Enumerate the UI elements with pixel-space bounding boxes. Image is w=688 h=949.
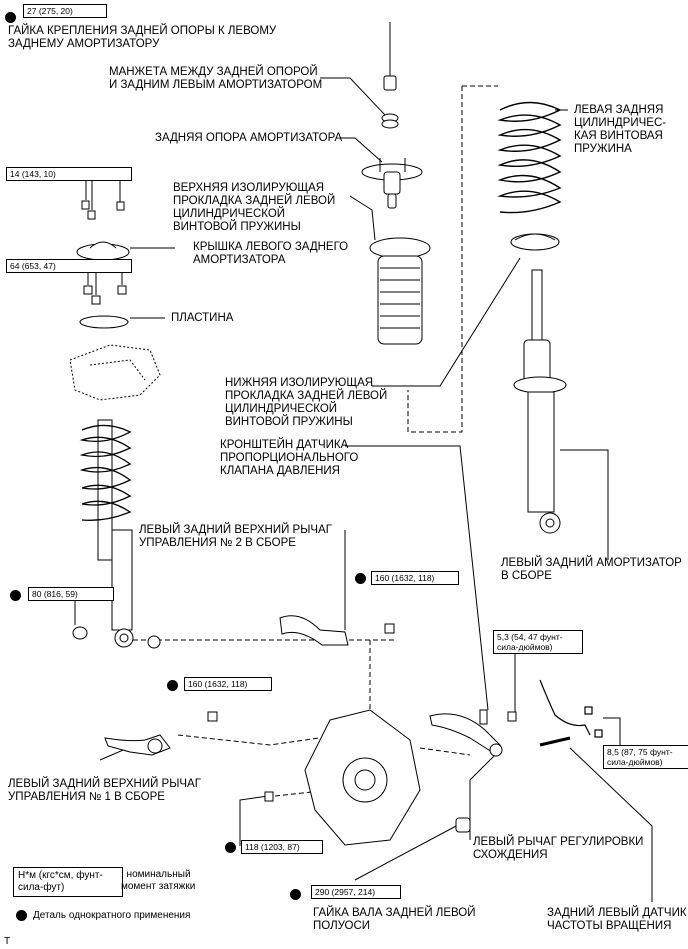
single-use-dot-4 [167,680,178,691]
lower-insulator [510,233,560,251]
torque-box-6: 160 (1632, 118) [184,677,272,691]
leader-t9 [239,795,269,846]
leader-absorber [560,449,609,560]
torque-box-7: 5,3 (54, 47 фунт-сила-дюймов) [493,630,583,654]
leader-lower-insulator [372,257,521,387]
leader-t2 [85,178,121,210]
single-use-dot-6 [290,889,301,900]
leader-upper-insulator [349,195,376,241]
torque-box-3: 64 (653, 47) [6,259,132,273]
legend-single-use: Деталь однократного применения [33,910,191,921]
corner-mark: T [4,936,11,947]
torque-box-4: 80 (816, 59) [28,587,114,601]
shock-mount [361,158,423,209]
leader-sensor [569,747,653,902]
torque-box-10: 290 (2957, 214) [311,885,401,899]
single-use-dot-2 [10,590,21,601]
label-bracket: КРОНШТЕЙН ДАТЧИКА ПРОПОРЦИОНАЛЬНОГО КЛАП… [220,439,359,477]
leader-bracket [345,445,489,711]
label-spring: ЛЕВАЯ ЗАДНЯЯ ЦИЛИНДРИЧЕС- КАЯ ВИНТОВАЯ П… [574,104,667,155]
shock-absorber-right [513,269,567,534]
label-toe-arm: ЛЕВЫЙ РЫЧАГ РЕГУЛИРОВКИ СХОЖДЕНИЯ [473,836,644,861]
label-mount: ЗАДНЯЯ ОПОРА АМОРТИЗАТОРА [155,132,343,144]
axle-nut [455,817,471,833]
leader-mount [340,137,383,163]
label-nut-top: ГАЙКА КРЕПЛЕНИЯ ЗАДНЕЙ ОПОРЫ К ЛЕВОМУ ЗА… [8,25,277,50]
leader-t3 [87,270,123,295]
leader-cuff [320,77,386,116]
label-speed-sensor: ЗАДНИЙ ЛЕВЫЙ ДАТЧИК ЧАСТОТЫ ВРАЩЕНИЯ [547,907,687,932]
upper-arm-2 [279,615,395,646]
torque-box-1: 27 (275, 20) [23,4,107,18]
leader-toe [469,751,499,840]
knuckle-hub [264,709,421,846]
bushing-parts [72,626,161,649]
legend-unit-text: : номинальный момент затяжки [121,869,196,892]
strut-left [79,419,134,648]
nut-top [381,75,399,129]
label-plate: ПЛАСТИНА [171,312,234,324]
label-axle-nut: ГАЙКА ВАЛА ЗАДНЕЙ ЛЕВОЙ ПОЛУОСИ [313,907,476,932]
label-upper-arm-1: ЛЕВЫЙ ЗАДНИЙ ВЕРХНИЙ РЫЧАГ УПРАВЛЕНИЯ № … [8,778,201,803]
torque-box-9: 118 (1203, 87) [241,840,323,854]
boot [369,237,431,345]
single-use-dot-5 [225,842,236,853]
body-panel [69,344,161,401]
dash-toe [419,747,471,756]
dash-hub [274,789,331,797]
torque-box-5: 160 (1632, 118) [371,571,459,585]
label-lower-insulator: НИЖНЯЯ ИЗОЛИРУЮЩАЯ ПРОКЛАДКА ЗАДНЕЙ ЛЕВО… [225,377,388,428]
single-use-dot-3 [355,573,366,584]
dash-spring [407,85,498,433]
toe-arm [429,709,517,757]
upper-arm-1 [104,711,218,756]
left-stack-top [76,200,130,329]
leader-axle [354,824,459,881]
legend-unit-box: Н*м (кгс*см, фунт- сила-фут) [13,867,123,897]
single-use-dot-1 [5,12,16,23]
torque-box-8: 8,5 (87, 75 фунт-сила-дюймов) [603,745,688,769]
speed-sensor [539,679,603,747]
torque-box-2: 14 (143, 10) [6,167,132,181]
spring-right [497,101,562,214]
label-cuff: МАНЖЕТА МЕЖДУ ЗАДНЕЙ ОПОРОЙ И ЗАДНИМ ЛЕВ… [109,66,323,91]
legend-single-use-dot [16,910,27,921]
label-cover: КРЫШКА ЛЕВОГО ЗАДНЕГО АМОРТИЗАТОРА [193,241,349,266]
label-upper-insulator: ВЕРХНЯЯ ИЗОЛИРУЮЩАЯ ПРОКЛАДКА ЗАДНЕЙ ЛЕВ… [173,182,336,233]
label-upper-arm-2: ЛЕВЫЙ ЗАДНИЙ ВЕРХНИЙ РЫЧАГ УПРАВЛЕНИЯ № … [139,524,332,549]
label-absorber: ЛЕВЫЙ ЗАДНИЙ АМОРТИЗАТОР В СБОРЕ [501,557,682,582]
dash-arm1 [177,734,341,746]
